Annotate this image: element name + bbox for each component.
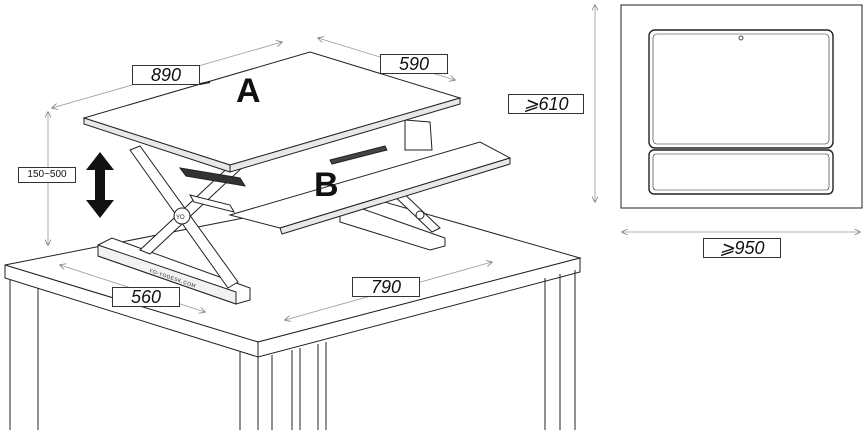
width-top-label: 890 [132, 65, 200, 85]
height-arrow-icon [86, 152, 114, 218]
svg-text:YO: YO [176, 215, 185, 221]
base-depth-label: 560 [112, 287, 180, 307]
surface-b-label: B [314, 166, 339, 204]
min-table-depth-label: ⩾610 [508, 94, 584, 114]
top-view [620, 4, 863, 209]
base-width-label: 790 [352, 277, 420, 297]
height-range-label: 150~500 [18, 167, 76, 183]
scissor-mechanism: YO [129, 119, 441, 289]
depth-top-label: 590 [380, 54, 448, 74]
min-table-width-label: ⩾950 [703, 238, 781, 258]
surface-a-label: A [236, 72, 261, 110]
keyboard-tray [228, 141, 512, 235]
